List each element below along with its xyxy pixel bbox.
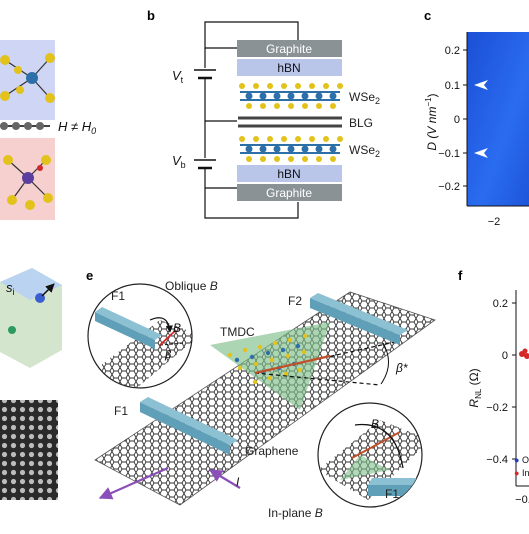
panel-c-ytick: −0.1 xyxy=(438,148,460,160)
electrode-f2 xyxy=(310,298,400,345)
panel-a-graphene-chain xyxy=(0,122,50,130)
panel-c-ytick: 0.1 xyxy=(445,80,460,92)
oblique-inset-b-label: B xyxy=(173,321,181,335)
oblique-inset-beta-label: β xyxy=(164,349,172,361)
panel-b-circuit xyxy=(194,21,299,219)
panel-d-afm-image xyxy=(0,400,58,500)
legend-text: In xyxy=(522,468,529,478)
panel-d-fragment: si xyxy=(0,268,62,500)
data-point xyxy=(524,353,529,359)
panel-f-ylabel: RNL (Ω) xyxy=(467,368,483,407)
panel-c-arrow-markers xyxy=(474,80,488,158)
panel-d-cube xyxy=(0,268,62,368)
panel-c-label: c xyxy=(424,8,431,23)
blg-lattice xyxy=(238,116,342,128)
electrode-f2-label: F2 xyxy=(288,294,302,308)
hbn-top-layer xyxy=(237,59,342,76)
current-in-arrow xyxy=(208,469,241,489)
tmdc-lattice-blue-dots xyxy=(234,343,301,375)
oblique-inset-f1-label: F1 xyxy=(111,289,125,303)
panel-c-xtick: −2 xyxy=(488,216,501,228)
white-arrow-icon xyxy=(474,80,488,90)
inplane-b-title: In-plane B xyxy=(268,506,323,520)
oblique-b-title: Oblique B xyxy=(165,279,218,293)
inplane-inset-graphene xyxy=(318,420,422,500)
tmdc-label: TMDC xyxy=(220,325,255,339)
panel-f-ticks xyxy=(512,302,516,460)
graphite-top-layer xyxy=(237,40,342,57)
legend-marker-red: ● xyxy=(514,468,519,478)
hbn-bottom-label: hBN xyxy=(277,167,300,181)
panel-c-ytick: −0.2 xyxy=(438,181,460,193)
panel-a-fragment: H ≠ H0 xyxy=(0,40,96,220)
panel-c-ylabel: D (V nm−1) xyxy=(424,93,439,150)
panel-b-label: b xyxy=(147,8,155,23)
panel-f-ytick: 0.2 xyxy=(493,298,508,310)
panel-a-equation: H ≠ H0 xyxy=(58,119,96,136)
oblique-inset-rotation-arrow xyxy=(149,317,173,333)
inplane-inset-arc xyxy=(354,423,404,469)
panel-f-data-marks xyxy=(519,348,529,359)
data-point xyxy=(522,348,528,354)
oblique-inset xyxy=(87,283,193,389)
legend-text: O xyxy=(522,455,529,465)
panel-d-spin-label: si xyxy=(6,280,15,297)
oblique-inset-b-arrow xyxy=(159,329,177,346)
hbn-top-label: hBN xyxy=(277,61,300,75)
beta-star-label: β* xyxy=(395,361,408,375)
blg-label: BLG xyxy=(349,116,373,130)
tmdc-flake xyxy=(210,322,330,410)
panel-c-ticks xyxy=(463,49,467,187)
electrode-f1-main xyxy=(140,402,230,455)
wse2-bottom-label: WSe2 xyxy=(349,143,380,159)
panel-f-xtick: −0.1 xyxy=(515,494,529,506)
panel-d-green-dot xyxy=(8,326,16,334)
voltage-bottom-label: Vb xyxy=(172,153,186,170)
graphite-bottom-layer xyxy=(237,184,342,201)
inplane-inset-b-label: B xyxy=(371,417,379,431)
voltage-top-label: Vt xyxy=(172,68,184,85)
panel-e-label: e xyxy=(86,268,93,283)
legend-marker-blue: ● xyxy=(514,455,519,465)
panel-c-ytick: 0.2 xyxy=(445,45,460,57)
white-arrow-icon xyxy=(474,148,488,158)
wse2-bottom-lattice xyxy=(239,136,343,162)
electrode-f1-main-top xyxy=(140,397,238,445)
inplane-inset-spin-arrow xyxy=(351,431,401,459)
spin-direction-arrow xyxy=(254,354,331,375)
electrode-f2-top xyxy=(310,293,408,335)
wse2-top-label: WSe2 xyxy=(349,90,380,106)
oblique-inset-graphene xyxy=(92,320,192,388)
beta-star-arc xyxy=(380,342,389,385)
panel-a-top-lattice xyxy=(0,53,55,103)
hbn-bottom-layer xyxy=(237,165,342,182)
panel-c-heatmap xyxy=(467,32,529,206)
graphite-bottom-label: Graphite xyxy=(266,186,312,200)
panel-d-spin-arrow xyxy=(41,283,55,297)
oblique-inset-reference xyxy=(159,342,186,346)
graphene-label: Graphene xyxy=(245,444,299,458)
panel-f-ytick: −0.4 xyxy=(486,454,508,466)
panel-f-ytick: 0 xyxy=(502,350,508,362)
oblique-inset-electrode xyxy=(95,312,155,349)
panel-f-ytick: −0.2 xyxy=(486,402,508,414)
current-label: I xyxy=(236,475,240,489)
wse2-top-lattice xyxy=(239,83,343,109)
tmdc-lattice-dots xyxy=(227,333,308,385)
current-out-arrow xyxy=(98,466,169,500)
panel-c-ytick: 0 xyxy=(454,114,460,126)
electrode-f1-label: F1 xyxy=(114,404,128,418)
inplane-inset-f1-label: F1 xyxy=(385,487,399,501)
panel-a-bottom-lattice xyxy=(3,155,53,210)
graphite-top-label: Graphite xyxy=(266,42,312,56)
panel-f-label: f xyxy=(458,268,463,283)
panel-f-legend: ● O ● In xyxy=(514,455,529,478)
